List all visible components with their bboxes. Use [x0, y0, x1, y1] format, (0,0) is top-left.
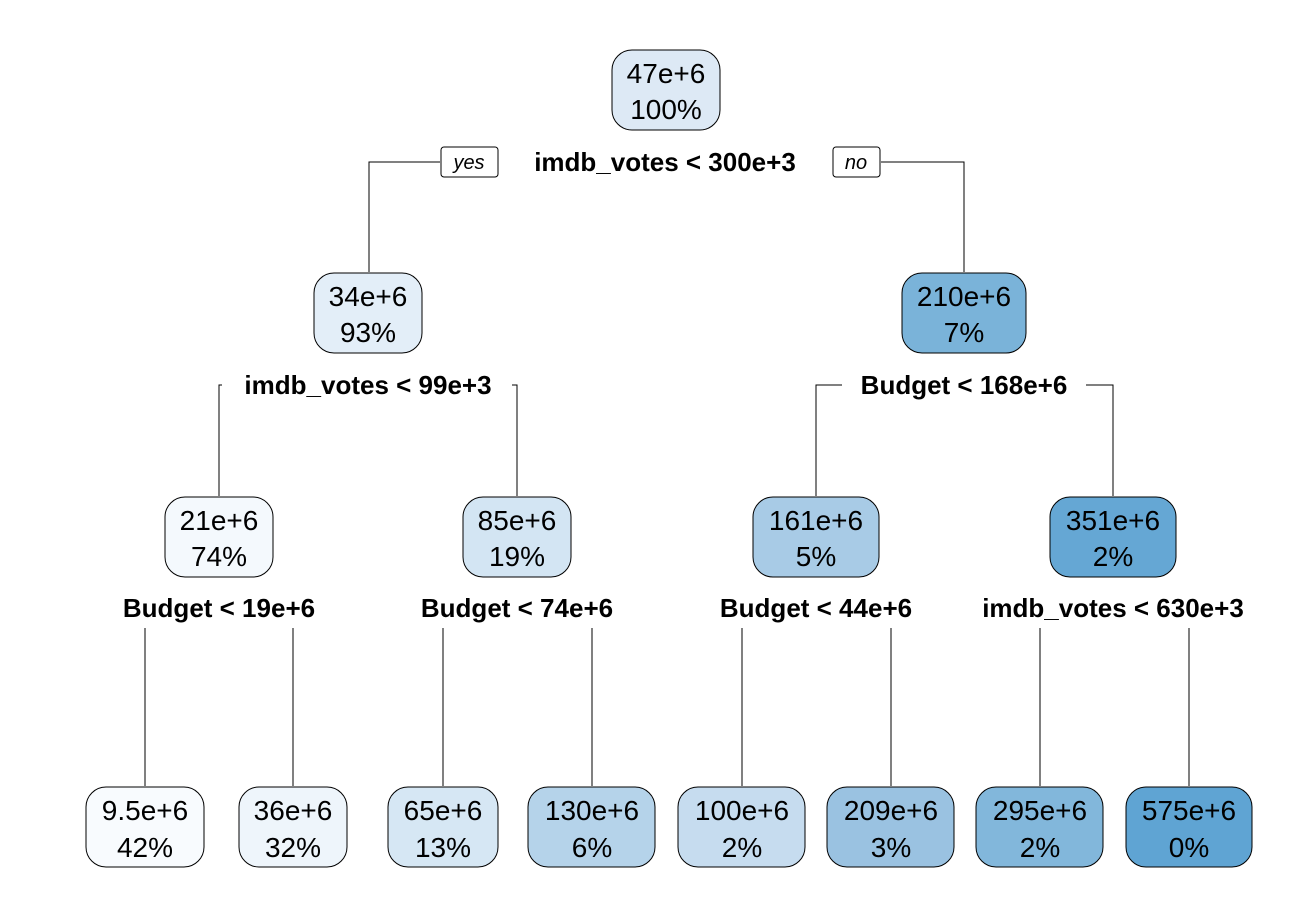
node-percent: 42%: [117, 832, 173, 863]
node-percent: 32%: [265, 832, 321, 863]
tree-node-n5: 85e+6 19%: [462, 496, 572, 578]
edge-root-no: [881, 161, 965, 272]
edge-n3-right: [1086, 384, 1114, 496]
split-label-n6: Budget < 44e+6: [720, 593, 912, 623]
node-value: 351e+6: [1066, 505, 1160, 536]
tree-leaf-n9: 36e+6 32%: [238, 786, 348, 868]
tree-node-n3: 210e+6 7%: [901, 272, 1027, 354]
node-percent: 2%: [1093, 541, 1133, 572]
split-label-n5: Budget < 74e+6: [421, 593, 613, 623]
split-label-n3: Budget < 168e+6: [861, 370, 1068, 400]
tree-leaf-n10: 65e+6 13%: [387, 786, 499, 868]
edge-n2-left: [218, 384, 222, 496]
tree-node-n4: 21e+6 74%: [164, 496, 274, 578]
tree-node-root: 47e+6 100%: [611, 49, 721, 131]
edge-n2-right: [512, 384, 518, 496]
node-value: 575e+6: [1142, 795, 1236, 826]
split-label-n4: Budget < 19e+6: [123, 593, 315, 623]
split-label-root: imdb_votes < 300e+3: [534, 147, 796, 177]
edge-n3-left: [815, 384, 842, 496]
node-value: 85e+6: [478, 505, 557, 536]
tree-node-n6: 161e+6 5%: [752, 496, 880, 578]
node-value: 209e+6: [844, 795, 938, 826]
edge-root-yes: [368, 161, 440, 272]
node-value: 100e+6: [695, 795, 789, 826]
node-value: 65e+6: [404, 795, 483, 826]
node-percent: 0%: [1169, 832, 1209, 863]
tree-nodes: 47e+6 100% 34e+6 93% 210e+6 7% 21e+6 74%…: [85, 49, 1253, 868]
branch-label-yes: yes: [440, 146, 499, 178]
tree-edges: [144, 161, 1190, 786]
node-value: 161e+6: [769, 505, 863, 536]
tree-leaf-n15: 575e+6 0%: [1125, 786, 1253, 868]
tree-node-n2: 34e+6 93%: [313, 272, 423, 354]
tree-leaf-n13: 209e+6 3%: [826, 786, 955, 868]
node-percent: 2%: [722, 832, 762, 863]
split-labels: imdb_votes < 300e+3 imdb_votes < 99e+3 B…: [123, 147, 1244, 623]
node-value: 130e+6: [545, 795, 639, 826]
node-percent: 74%: [191, 541, 247, 572]
tree-leaf-n12: 100e+6 2%: [677, 786, 806, 868]
tree-leaf-n14: 295e+6 2%: [975, 786, 1104, 868]
node-value: 295e+6: [993, 795, 1087, 826]
node-value: 36e+6: [254, 795, 333, 826]
node-percent: 3%: [871, 832, 911, 863]
node-percent: 19%: [489, 541, 545, 572]
tree-node-n7: 351e+6 2%: [1049, 496, 1177, 578]
node-value: 9.5e+6: [102, 795, 188, 826]
node-percent: 13%: [415, 832, 471, 863]
node-value: 21e+6: [180, 505, 259, 536]
node-percent: 93%: [340, 317, 396, 348]
node-percent: 5%: [796, 541, 836, 572]
node-percent: 2%: [1020, 832, 1060, 863]
node-percent: 7%: [944, 317, 984, 348]
node-percent: 6%: [572, 832, 612, 863]
node-value: 47e+6: [627, 58, 706, 89]
node-percent: 100%: [630, 94, 702, 125]
tree-leaf-n11: 130e+6 6%: [527, 786, 656, 868]
branch-label-no-text: no: [845, 152, 867, 174]
split-label-n2: imdb_votes < 99e+3: [244, 370, 491, 400]
tree-leaf-n8: 9.5e+6 42%: [85, 786, 205, 868]
branch-label-no: no: [832, 146, 881, 178]
split-label-n7: imdb_votes < 630e+3: [982, 593, 1244, 623]
node-value: 34e+6: [329, 281, 408, 312]
node-value: 210e+6: [917, 281, 1011, 312]
branch-label-yes-text: yes: [451, 152, 484, 174]
